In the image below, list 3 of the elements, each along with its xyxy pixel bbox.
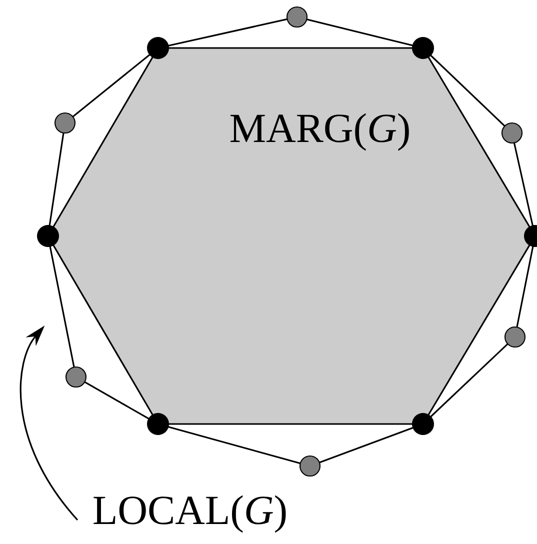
polytope-label: LOCAL(G) bbox=[94, 495, 286, 533]
region-label: MARG(G) bbox=[230, 113, 409, 151]
polytope-drawing bbox=[37, 6, 537, 477]
